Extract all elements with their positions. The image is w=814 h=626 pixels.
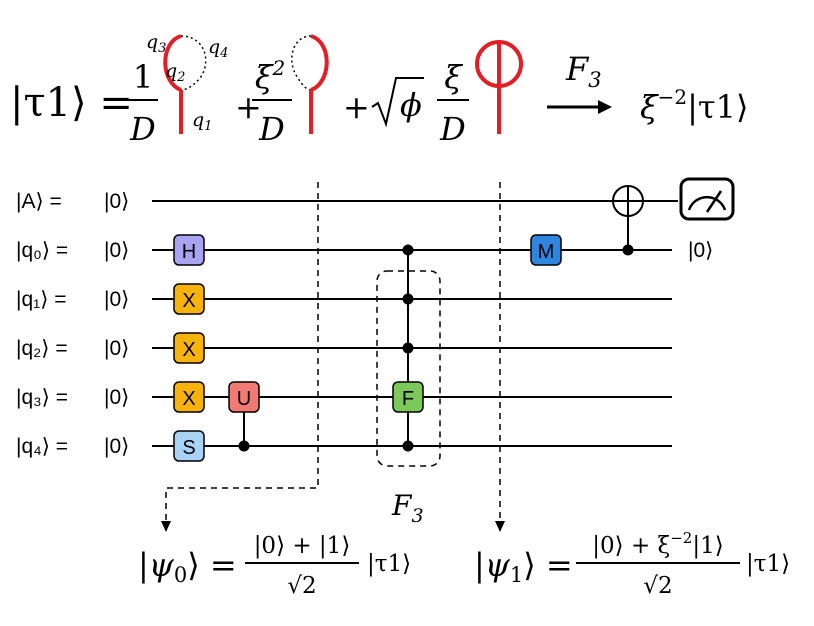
- psi0-numerator: |0⟩ + |1⟩: [254, 533, 351, 559]
- wire-label-q4: |q₄⟩ =: [16, 435, 68, 458]
- wire-labels: |A⟩ = |q₀⟩ = |q₁⟩ = |q₂⟩ = |q₃⟩ = |q₄⟩ =…: [16, 190, 129, 458]
- strand-label-q1: q1: [192, 109, 212, 134]
- tau-equation: |τ1⟩ = 1 D q3 q4 q2 q1 + ξ2 D +: [10, 31, 748, 148]
- term2-denominator: D: [258, 110, 285, 148]
- u-control-dot: [238, 440, 250, 452]
- x-gate-q3-box[interactable]: [173, 381, 205, 413]
- x-gate-q3-label: X: [182, 388, 195, 410]
- x-gate-q1-box[interactable]: [173, 283, 205, 315]
- term1-numerator: 1: [133, 58, 153, 96]
- wire-label-a: |A⟩ =: [16, 190, 62, 213]
- wire-init-q4: |0⟩: [104, 435, 129, 458]
- term3-denominator: D: [439, 110, 466, 148]
- strand-label-q4: q4: [208, 36, 228, 61]
- h-gate-box[interactable]: [173, 234, 205, 266]
- gates: H X X X S U F: [173, 234, 562, 462]
- control-dots: [238, 244, 634, 452]
- state-slices: [161, 182, 505, 532]
- wire-init-q0: |0⟩: [104, 239, 129, 262]
- psi1-numerator: |0⟩ + ξ−2|1⟩: [592, 529, 723, 559]
- term3-sqrt: ϕ: [371, 77, 424, 128]
- psi0-lhs: |ψ0⟩ =: [138, 546, 237, 587]
- plus-sign-1: +: [235, 88, 262, 126]
- strand-label-q2: q2: [165, 60, 185, 85]
- s-gate[interactable]: S: [173, 430, 205, 462]
- psi1-denominator: √2: [643, 573, 672, 599]
- psi0-tail: |τ1⟩: [367, 551, 411, 577]
- x-gate-q1[interactable]: X: [173, 283, 205, 315]
- term2-fusion-diagram: [291, 34, 329, 134]
- strand-label-q3: q3: [146, 31, 166, 56]
- f-control-dot-q1: [402, 293, 414, 305]
- psi0-slice-line: [165, 182, 319, 522]
- cnot-target[interactable]: [612, 185, 644, 217]
- q0-output-state: |0⟩: [688, 239, 713, 262]
- s-gate-label: S: [182, 437, 195, 459]
- f-control-dot-q4: [402, 440, 414, 452]
- psi0-slice-arrowhead: [161, 521, 171, 532]
- arrow-label: F3: [565, 50, 602, 92]
- x-gate-q1-label: X: [182, 290, 195, 312]
- psi0-equation: |ψ0⟩ = |0⟩ + |1⟩ √2 |τ1⟩: [138, 533, 411, 599]
- psi1-equation: |ψ1⟩ = |0⟩ + ξ−2|1⟩ √2 |τ1⟩: [474, 529, 790, 599]
- f3-block-outline: [376, 270, 441, 467]
- measurement-meter-icon[interactable]: [679, 177, 735, 221]
- psi1-tail: |τ1⟩: [746, 551, 790, 577]
- term2-red-arc: [310, 34, 329, 92]
- term3-sqrt-arg: ϕ: [400, 86, 422, 124]
- equation-result: ξ−2|τ1⟩: [640, 85, 748, 126]
- meter-needle: [705, 190, 723, 213]
- f-gate-box[interactable]: [392, 381, 424, 413]
- meter-arc: [687, 195, 727, 211]
- term1-red-arc: [163, 34, 182, 92]
- psi0-denominator: √2: [287, 573, 316, 599]
- f-gate[interactable]: F: [392, 381, 424, 413]
- wire-init-a: |0⟩: [104, 190, 129, 213]
- u-gate-label: U: [237, 388, 251, 410]
- wire-label-q1: |q₁⟩ =: [16, 288, 67, 311]
- term1-denominator: D: [129, 110, 156, 148]
- f-control-dot-q0: [402, 244, 414, 256]
- s-gate-box[interactable]: [173, 430, 205, 462]
- wire-label-q3: |q₃⟩ =: [16, 386, 68, 409]
- meter-box[interactable]: [679, 177, 735, 221]
- term1-fusion-diagram: q3 q4 q2 q1: [146, 31, 228, 134]
- x-gate-q3[interactable]: X: [173, 381, 205, 413]
- term3-numerator: ξ: [444, 58, 463, 96]
- h-gate-label: H: [182, 241, 196, 263]
- term1-dotted-arc: [180, 35, 207, 91]
- term2-dotted-arc: [291, 35, 312, 91]
- wire-init-q3: |0⟩: [104, 386, 129, 409]
- u-gate[interactable]: U: [228, 381, 260, 413]
- cnot-control-dot: [622, 244, 634, 256]
- f3-arrow-head: [598, 100, 612, 114]
- h-gate[interactable]: H: [173, 234, 205, 266]
- f-control-dot-q2: [402, 342, 414, 354]
- wire-label-q0: |q₀⟩ =: [16, 239, 68, 262]
- u-gate-box[interactable]: [228, 381, 260, 413]
- term3-fusion-diagram: [475, 40, 523, 134]
- plus-sign-2: +: [343, 88, 370, 126]
- f3-block-label: F3: [391, 489, 424, 527]
- psi1-lhs: |ψ1⟩ =: [474, 546, 573, 587]
- m-gate-label: M: [538, 241, 555, 263]
- m-gate[interactable]: M: [530, 234, 562, 266]
- f-gate-label: F: [402, 388, 414, 410]
- wire-init-q2: |0⟩: [104, 337, 129, 360]
- x-gate-q2-box[interactable]: [173, 332, 205, 364]
- equation-lhs: |τ1⟩ =: [10, 80, 133, 126]
- sqrt-radical: [371, 77, 424, 128]
- psi1-slice-arrowhead: [495, 521, 505, 532]
- wire-label-q2: |q₂⟩ =: [16, 337, 68, 360]
- m-gate-box[interactable]: [530, 234, 562, 266]
- x-gate-q2-label: X: [182, 339, 195, 361]
- term2-numerator: ξ2: [255, 56, 285, 96]
- wire-init-q1: |0⟩: [104, 288, 129, 311]
- quantum-circuit: |A⟩ = |q₀⟩ = |q₁⟩ = |q₂⟩ = |q₃⟩ = |q₄⟩ =…: [16, 177, 735, 532]
- x-gate-q2[interactable]: X: [173, 332, 205, 364]
